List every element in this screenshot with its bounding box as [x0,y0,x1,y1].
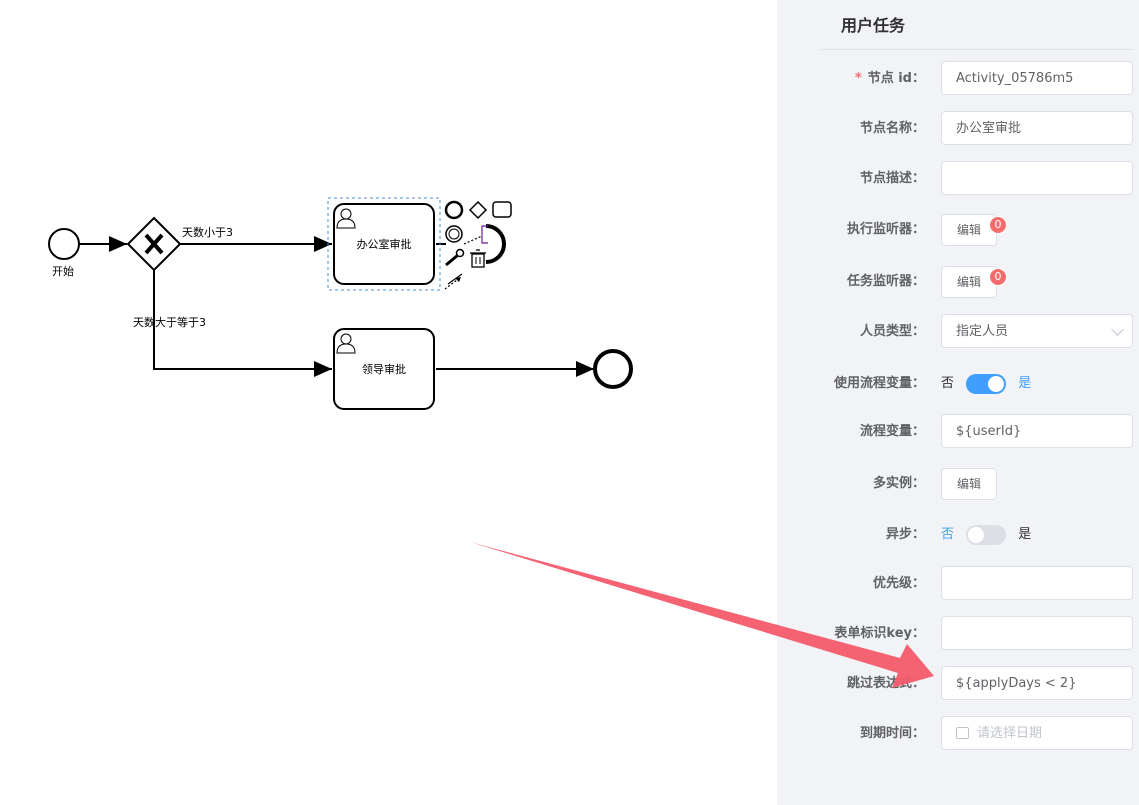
field-skip-expr: 跳过表达式： ${applyDays < 2} [777,666,1139,702]
connect-icon[interactable] [444,273,463,290]
append-end-event-icon[interactable] [444,200,464,220]
chevron-down-icon [1111,323,1124,336]
start-event-label: 开始 [52,264,74,278]
async-switch-group: 否 是 [941,517,1031,553]
multi-instance-edit-button[interactable]: 编辑 [941,468,997,500]
due-date-picker[interactable]: 请选择日期 [941,716,1133,750]
wrench-icon[interactable] [445,248,465,267]
end-event-partial[interactable] [485,224,506,264]
use-variable-off-text[interactable]: 否 [941,376,955,391]
node-name-label: 节点名称： [859,121,925,136]
panel-divider [821,49,1133,50]
task-leader-approval[interactable] [333,328,435,410]
required-mark: * [854,71,862,86]
due-date-placeholder: 请选择日期 [977,726,1043,741]
user-task-icon [336,333,356,354]
assignee-type-value: 指定人员 [956,324,1009,339]
priority-input[interactable] [941,566,1133,600]
selection-frame [327,197,441,291]
task-listener-count-badge: 0 [989,268,1007,286]
node-desc-label: 节点描述： [859,171,925,186]
panel-title: 用户任务 [841,16,906,35]
exclusive-gateway[interactable] [126,216,182,272]
assignee-type-select[interactable]: 指定人员 [941,314,1133,348]
async-on-text[interactable]: 是 [1018,527,1032,542]
skip-expr-label: 跳过表达式： [846,676,925,691]
async-toggle[interactable] [966,525,1007,545]
exec-listener-label: 执行监听器： [846,222,925,237]
field-async: 异步： 否 是 [777,517,1139,553]
assignee-type-label: 人员类型： [859,324,925,339]
field-assignee-type: 人员类型： 指定人员 [777,314,1139,350]
async-off-text[interactable]: 否 [941,527,955,542]
multi-instance-label: 多实例： [872,476,925,491]
form-key-label: 表单标识key： [834,626,925,641]
field-form-key: 表单标识key： [777,616,1139,652]
use-variable-toggle[interactable] [966,374,1007,394]
field-use-variable: 使用流程变量： 否 是 [777,366,1139,402]
task-listener-edit-button[interactable]: 编辑 [941,266,997,298]
field-node-name: 节点名称： 办公室审批 [777,111,1139,147]
bpmn-diagram: 开始 天数小于3 天数大于等于3 办公室审批 领导审批 [48,197,633,410]
field-multi-instance: 多实例： 编辑 [777,466,1139,502]
text-annotation-icon[interactable] [481,225,488,244]
skip-expr-input[interactable]: ${applyDays < 2} [941,666,1133,700]
end-event[interactable] [593,349,633,389]
append-intermediate-event-icon[interactable] [445,225,463,243]
field-node-id: * 节点 id： Activity_05786m5 [777,61,1139,97]
task-office-label: 办公室审批 [357,237,412,251]
user-task-icon [336,208,356,229]
priority-label: 优先级： [872,576,925,591]
field-due-date: 到期时间： 请选择日期 [777,716,1139,752]
node-name-input[interactable]: 办公室审批 [941,111,1133,145]
exec-listener-edit-button[interactable]: 编辑 [941,214,997,246]
flow-less-label: 天数小于3 [182,226,233,239]
field-variable: 流程变量： ${userId} [777,414,1139,450]
use-variable-switch-group: 否 是 [941,366,1031,402]
context-pad[interactable] [444,200,512,290]
task-leader-label: 领导审批 [362,362,406,376]
async-label: 异步： [885,527,925,542]
calendar-icon [956,726,969,739]
variable-input[interactable]: ${userId} [941,414,1133,448]
field-task-listener: 任务监听器： 编辑 0 [777,264,1139,300]
start-event[interactable] [48,228,80,260]
form-key-input[interactable] [941,616,1133,650]
node-desc-input[interactable] [941,161,1133,195]
trash-icon[interactable] [470,249,486,268]
exec-listener-count-badge: 0 [989,216,1007,234]
flow-gte-label: 天数大于等于3 [133,315,206,329]
due-date-label: 到期时间： [859,726,925,741]
bpmn-canvas[interactable]: 开始 天数小于3 天数大于等于3 办公室审批 领导审批 [0,0,777,805]
properties-panel: 用户任务 * 节点 id： Activity_05786m5 节点名称： 办公室审… [777,0,1139,805]
use-variable-on-text[interactable]: 是 [1018,376,1032,391]
use-variable-label: 使用流程变量： [833,376,925,391]
node-id-input[interactable]: Activity_05786m5 [941,61,1133,95]
task-listener-label: 任务监听器： [846,274,925,289]
flow-gateway-leader[interactable] [153,270,332,377]
field-priority: 优先级： [777,566,1139,602]
field-exec-listener: 执行监听器： 编辑 0 [777,212,1139,248]
task-office-approval[interactable] [333,203,435,285]
append-gateway-icon[interactable] [468,200,488,220]
node-id-label: 节点 id： [867,71,925,86]
variable-label: 流程变量： [859,424,925,439]
append-task-icon[interactable] [492,201,512,218]
connect-arrow-icon[interactable] [463,235,483,245]
field-node-desc: 节点描述： [777,161,1139,197]
